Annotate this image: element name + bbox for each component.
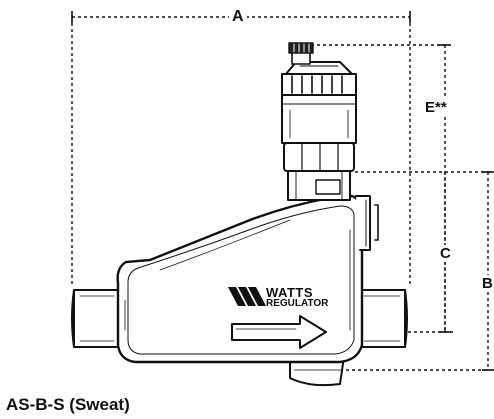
dim-label-a: A	[229, 9, 247, 25]
brand-subname: REGULATOR	[266, 298, 329, 309]
watts-logo-mark	[228, 287, 266, 306]
left-pipe	[71, 289, 119, 348]
flow-arrow	[231, 315, 327, 349]
model-caption: AS-B-S (Sweat)	[6, 395, 130, 414]
upper-cylinder	[281, 94, 357, 144]
dim-label-b: B	[481, 275, 494, 292]
dimension-ticks	[71, 11, 494, 371]
neck-fitting	[283, 142, 355, 201]
top-stem	[288, 42, 314, 65]
side-clip	[355, 195, 379, 251]
cap	[281, 61, 357, 96]
dim-label-c: C	[439, 245, 452, 262]
right-pipe	[359, 289, 408, 348]
valve-drawing	[71, 42, 408, 387]
brand-name: WATTS	[266, 285, 314, 300]
dim-label-e: E**	[423, 99, 449, 116]
